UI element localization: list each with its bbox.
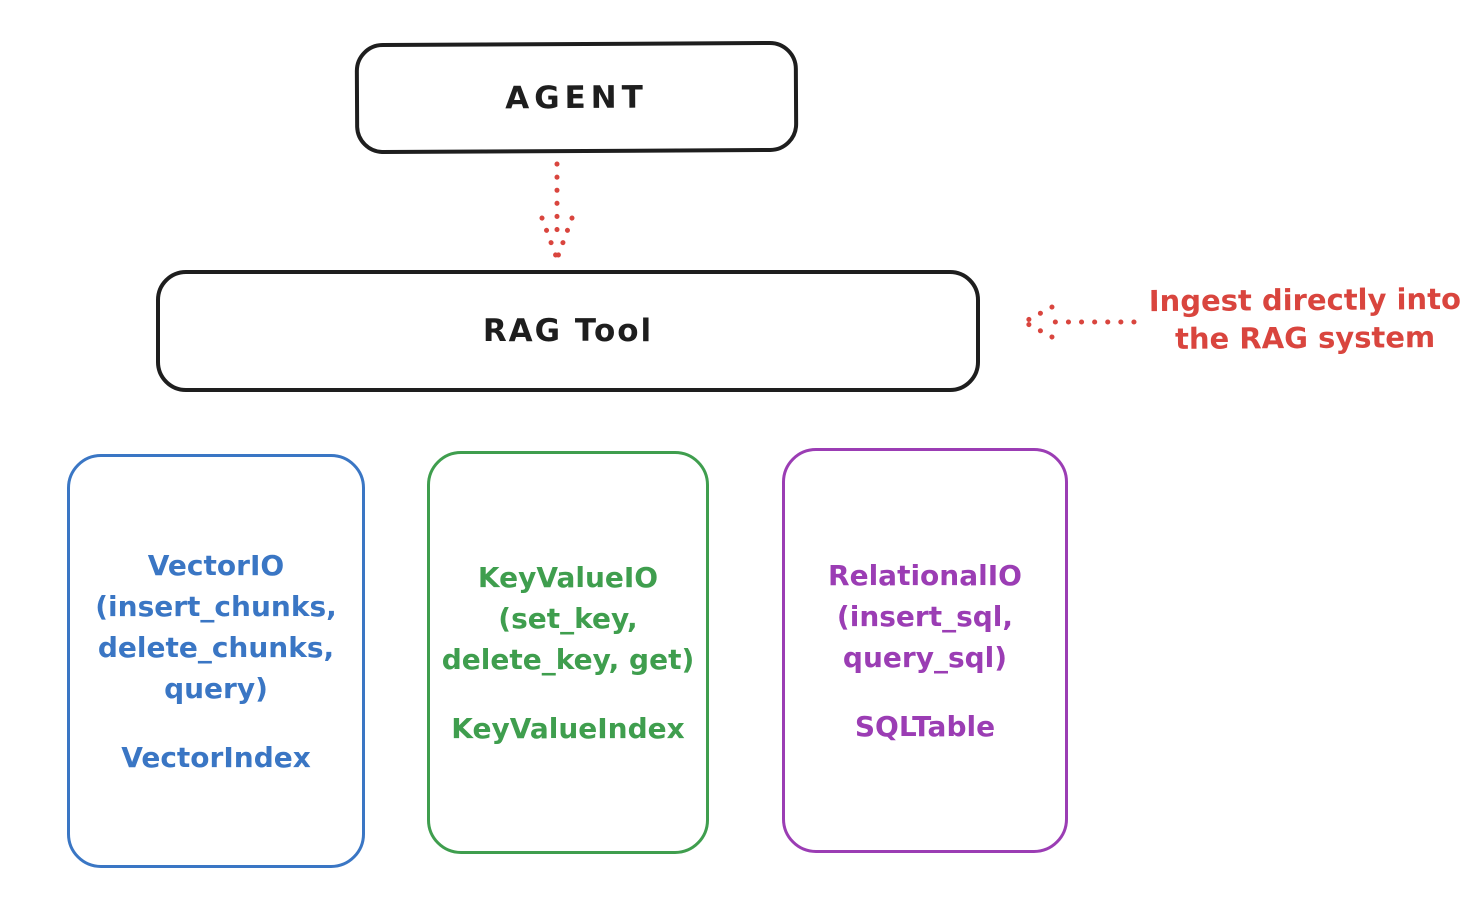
rag-tool-label: RAG Tool xyxy=(482,313,654,349)
vector-io-methods: VectorIO (insert_chunks, delete_chunks, … xyxy=(95,548,337,705)
ingest-annotation: Ingest directly into the RAG system xyxy=(1148,281,1462,356)
agent-node: AGENT xyxy=(354,40,799,155)
ingest-arrow-icon xyxy=(1023,304,1137,340)
relational-io-node: RelationalIO (insert_sql, query_sql) SQL… xyxy=(782,448,1068,853)
relational-io-methods: RelationalIO (insert_sql, query_sql) xyxy=(828,558,1022,674)
keyvalue-io-methods: KeyValueIO (set_key, delete_key, get) xyxy=(441,560,695,676)
rag-tool-node: RAG Tool xyxy=(156,270,980,392)
vector-index-label: VectorIndex xyxy=(121,740,311,774)
sql-table-label: SQLTable xyxy=(854,709,996,743)
vector-io-node: VectorIO (insert_chunks, delete_chunks, … xyxy=(67,454,365,868)
agent-label: AGENT xyxy=(505,79,648,116)
keyvalue-io-node: KeyValueIO (set_key, delete_key, get) Ke… xyxy=(427,451,709,854)
keyvalue-index-label: KeyValueIndex xyxy=(451,711,685,745)
agent-to-rag-arrow-icon xyxy=(539,161,575,259)
